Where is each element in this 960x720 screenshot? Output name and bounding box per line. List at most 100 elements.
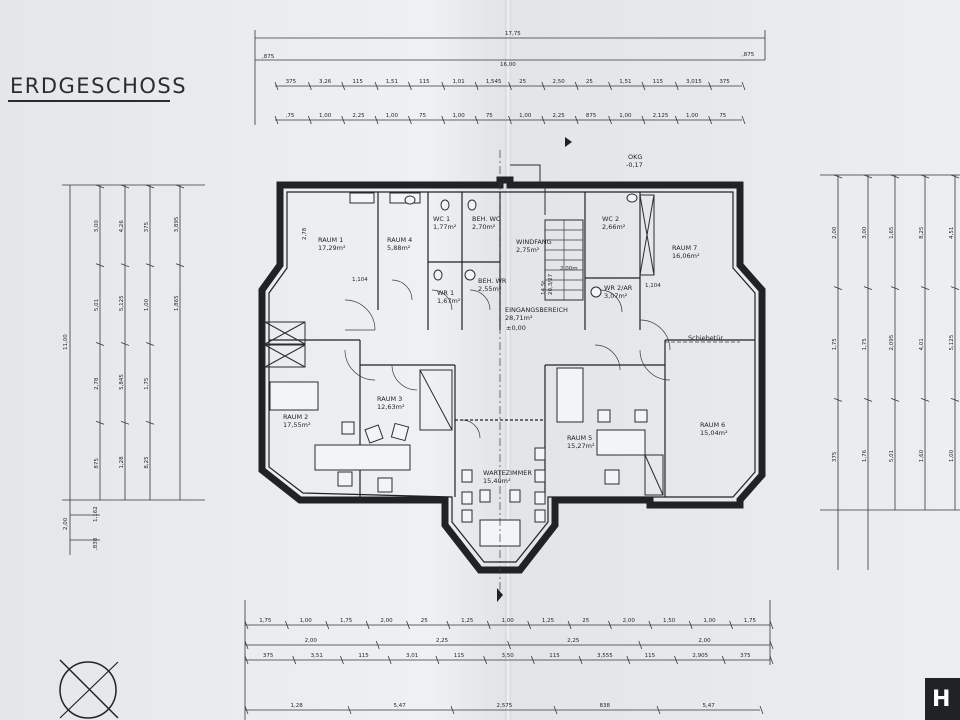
room-name-0: RAUM 1 bbox=[318, 236, 343, 244]
dim-bottom-row4-0: 1,28 bbox=[291, 703, 304, 709]
room-area-0: 17,29m² bbox=[318, 244, 346, 252]
dim-top-row3-11: 115 bbox=[653, 79, 664, 85]
room-name-14: RAUM 5 bbox=[567, 434, 592, 442]
dim-top-left: ,875 bbox=[262, 54, 275, 60]
dim-bottom-row3-2: 115 bbox=[358, 653, 369, 659]
dim-bottom-row1-2: 1,75 bbox=[340, 618, 353, 624]
room-area-3: 2,70m² bbox=[472, 223, 496, 231]
dim-left-3: 875 bbox=[94, 458, 100, 469]
dim-left-13: 1,865 bbox=[174, 295, 180, 311]
fixtures bbox=[269, 192, 648, 547]
room-name-6: RAUM 7 bbox=[672, 244, 697, 252]
dim-right-9: 4,51 bbox=[949, 227, 955, 239]
wall-height-label: 2,78 bbox=[302, 227, 308, 240]
dim-bottom-row2-0: 2,00 bbox=[305, 638, 318, 644]
annotation-labels: OKG -0,17 Schiebetür ±0,00 14 St 20,3/27… bbox=[302, 153, 723, 342]
door-dim-1: 1,104 bbox=[352, 277, 368, 283]
room-area-7: 1,67m² bbox=[437, 297, 461, 305]
hatched-elements bbox=[264, 194, 664, 496]
dim-top-row4-9: 875 bbox=[586, 113, 597, 119]
room-area-12: 17,55m² bbox=[283, 421, 311, 429]
dim-top-row3-3: 1,51 bbox=[386, 79, 398, 85]
dim-bottom-row3-5: 3,50 bbox=[502, 653, 515, 659]
dim-left-10: 1,75 bbox=[144, 377, 150, 390]
right-dimensions: 3,001,751,761,652,0955,018,254,011,604,5… bbox=[820, 174, 960, 570]
dim-top-row4-5: 1,00 bbox=[452, 113, 465, 119]
plan-title: ERDGESCHOSS bbox=[10, 74, 188, 98]
dim-bottom-row3-8: 115 bbox=[645, 653, 656, 659]
dim-top-row3-4: 115 bbox=[419, 79, 430, 85]
room-name-13: WARTEZIMMER bbox=[483, 469, 532, 477]
room-area-2: 1,77m² bbox=[433, 223, 457, 231]
dim-left-6: 5,845 bbox=[119, 374, 125, 390]
inner-wall-line bbox=[268, 191, 756, 563]
dim-top-row3-13: 375 bbox=[719, 79, 730, 85]
dim-bottom-row3-0: 375 bbox=[263, 653, 274, 659]
dim-top-row4-3: 1,00 bbox=[386, 113, 399, 119]
dim-top-row4-0: ,75 bbox=[286, 113, 295, 119]
okg-label: OKG bbox=[628, 153, 642, 161]
dim-right-5: 5,01 bbox=[889, 450, 895, 462]
dim-bottom-row1-5: 1,25 bbox=[461, 618, 474, 624]
dim-left-5: 5,125 bbox=[119, 295, 125, 311]
dim-bottom-row4-4: 5,47 bbox=[703, 703, 716, 709]
dim-right-11: 1,00 bbox=[949, 449, 955, 462]
dim-bottom-row4-1: 5,47 bbox=[394, 703, 407, 709]
section-markers bbox=[497, 137, 572, 602]
dim-bottom-row3-10: 375 bbox=[740, 653, 751, 659]
dim-top-total-1: 17,75 bbox=[505, 31, 521, 37]
dim-right-6: 8,25 bbox=[919, 226, 925, 239]
dim-right-7: 4,01 bbox=[919, 338, 925, 350]
room-area-11: 12,63m² bbox=[377, 403, 405, 411]
dim-bottom-row3-6: 115 bbox=[549, 653, 560, 659]
dim-top-row4-11: 2,125 bbox=[653, 113, 669, 119]
room-area-8: 2,55m² bbox=[478, 285, 502, 293]
dim-bottom-row1-10: 1,50 bbox=[663, 618, 676, 624]
dim-left-1: 5,01 bbox=[94, 299, 100, 311]
dim-top-row4-13: 75 bbox=[719, 113, 726, 119]
dim-bottom-row1-6: 1,00 bbox=[502, 618, 515, 624]
dim-right-13: 1,75 bbox=[832, 338, 838, 351]
room-name-12: RAUM 2 bbox=[283, 413, 308, 421]
dim-bottom-row3-9: 2,905 bbox=[692, 653, 708, 659]
dim-left-lower-1: 2,00 bbox=[63, 517, 69, 530]
room-name-11: RAUM 3 bbox=[377, 395, 402, 403]
dim-left-2: 2,78 bbox=[94, 377, 100, 390]
dim-right-0: 3,00 bbox=[862, 226, 868, 239]
dim-top-row3-7: 25 bbox=[519, 79, 526, 85]
dim-right-4: 2,095 bbox=[889, 334, 895, 350]
room-name-1: RAUM 4 bbox=[387, 236, 412, 244]
room-area-13: 15,40m² bbox=[483, 477, 511, 485]
staircase bbox=[510, 164, 584, 301]
room-area-9: 3,07m² bbox=[604, 292, 628, 300]
dim-left-9: 1,00 bbox=[144, 298, 150, 311]
stair-size-label: 20,3/27 bbox=[548, 273, 554, 295]
dim-top-row4-8: 2,25 bbox=[553, 113, 566, 119]
dim-bottom-row1-1: 1,00 bbox=[300, 618, 313, 624]
dim-bottom-row2-2: 2,25 bbox=[567, 638, 580, 644]
dim-right-14: 375 bbox=[832, 451, 838, 462]
dim-left-lower-2: 1,162 bbox=[93, 506, 99, 522]
dim-top-total-2: 16,00 bbox=[500, 62, 516, 68]
dim-left-0: 3,00 bbox=[94, 220, 100, 233]
dim-bottom-row1-9: 2,00 bbox=[623, 618, 636, 624]
door-dim-2: 1,104 bbox=[645, 283, 661, 289]
schiebetuer-label: Schiebetür bbox=[688, 334, 723, 342]
room-name-15: RAUM 6 bbox=[700, 421, 725, 429]
room-area-4: 2,75m² bbox=[516, 246, 540, 254]
dim-left-4: 4,26 bbox=[119, 220, 125, 233]
dim-top-row4-2: 2,25 bbox=[352, 113, 365, 119]
dim-top-row4-6: 75 bbox=[486, 113, 493, 119]
dim-right-12: 2,00 bbox=[832, 226, 838, 239]
room-name-4: WINDFANG bbox=[516, 238, 552, 246]
dim-top-row4-12: 1,00 bbox=[686, 113, 699, 119]
dim-bottom-row3-7: 3,555 bbox=[597, 653, 613, 659]
dim-bottom-row1-11: 1,00 bbox=[703, 618, 716, 624]
room-name-10: EINGANGSBEREICH bbox=[505, 306, 568, 314]
room-name-3: BEH. WC bbox=[472, 215, 501, 223]
dim-top-row4-10: 1,00 bbox=[619, 113, 632, 119]
paper-fold bbox=[505, 0, 511, 720]
